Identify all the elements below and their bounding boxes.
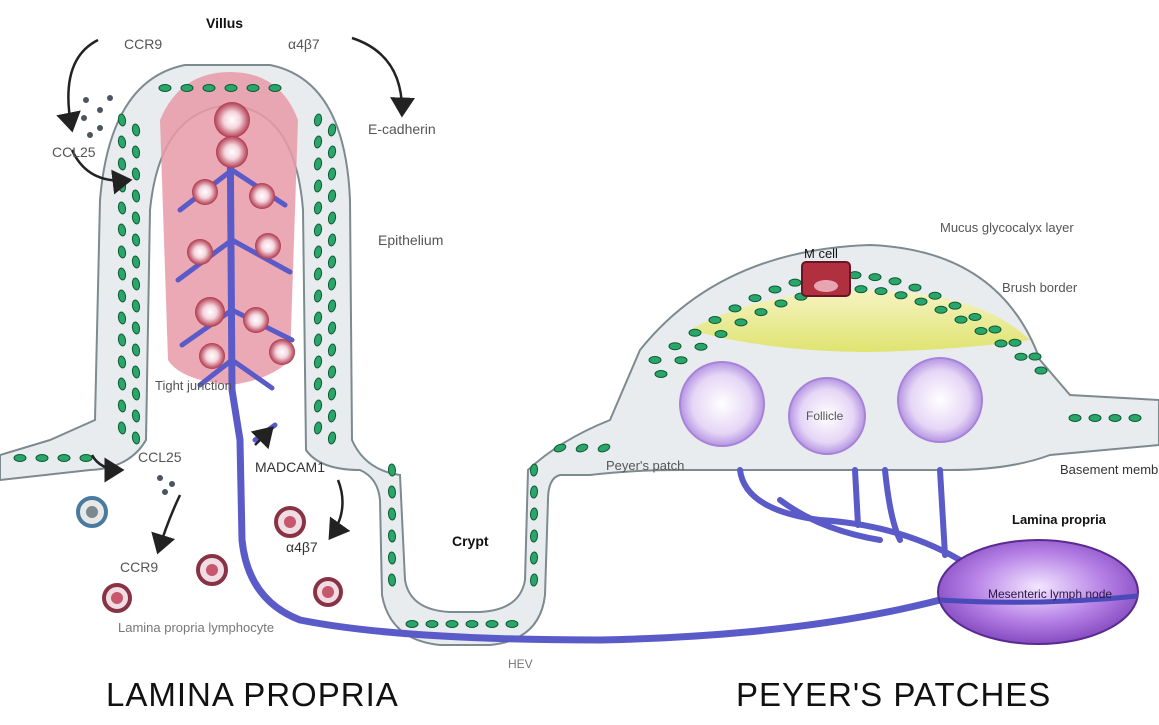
epithelial-nucleus — [1089, 415, 1101, 422]
label-follicle: Follicle — [806, 409, 844, 423]
epithelial-nucleus — [1029, 353, 1041, 360]
epithelial-nucleus — [225, 85, 237, 92]
epithelial-nucleus — [869, 274, 881, 281]
label-ccl25-low: CCL25 — [138, 449, 182, 465]
epithelial-nucleus — [14, 455, 26, 462]
follicle-left — [680, 362, 764, 446]
follicle-right — [898, 358, 982, 442]
epithelial-nucleus — [1015, 353, 1027, 360]
epithelial-nucleus — [1069, 415, 1081, 422]
epithelial-nucleus — [669, 343, 681, 350]
label-epithelium: Epithelium — [378, 232, 443, 248]
epithelial-nucleus — [949, 302, 961, 309]
label-villus: Villus — [206, 15, 243, 31]
epithelial-nucleus — [749, 295, 761, 302]
epithelial-nucleus — [466, 621, 478, 628]
epithelial-nucleus — [729, 305, 741, 312]
epithelial-nucleus — [203, 85, 215, 92]
label-tight-junction: Tight junction — [155, 378, 232, 393]
epithelial-nucleus — [915, 298, 927, 305]
label-lymphocyte: Lamina propria lymphocyte — [118, 620, 274, 635]
caption-peyers-patches: PEYER'S PATCHES — [736, 676, 1051, 714]
epithelial-nucleus — [935, 306, 947, 313]
epithelial-nucleus — [889, 278, 901, 285]
epithelial-nucleus — [649, 357, 661, 364]
label-madcam1: MADCAM1 — [255, 459, 325, 475]
label-a4b7-low: α4β7 — [286, 539, 318, 555]
epithelial-nucleus — [655, 371, 667, 378]
label-hev: HEV — [508, 657, 533, 671]
epithelial-nucleus — [506, 621, 518, 628]
label-ccr9-low: CCR9 — [120, 559, 158, 575]
epithelial-nucleus — [929, 292, 941, 299]
epithelial-nucleus — [1129, 415, 1141, 422]
epithelial-nucleus — [446, 621, 458, 628]
epithelial-nucleus — [955, 316, 967, 323]
epithelial-nucleus — [909, 284, 921, 291]
epithelial-nucleus — [969, 314, 981, 321]
epithelial-nucleus — [755, 309, 767, 316]
epithelial-nucleus — [875, 288, 887, 295]
label-m-cell: M cell — [804, 246, 838, 261]
epithelial-nucleus — [675, 357, 687, 364]
label-crypt: Crypt — [452, 533, 489, 549]
epithelial-nucleus — [769, 286, 781, 293]
label-ccr9-top: CCR9 — [124, 36, 162, 52]
label-lamina-propria-right: Lamina propria — [1012, 512, 1107, 527]
label-brush-border: Brush border — [1002, 280, 1078, 295]
label-a4b7-top: α4β7 — [288, 36, 320, 52]
epithelial-nucleus — [247, 85, 259, 92]
epithelial-nucleus — [1109, 415, 1121, 422]
epithelial-nucleus — [715, 331, 727, 338]
epithelial-nucleus — [1009, 339, 1021, 346]
epithelial-nucleus — [709, 317, 721, 324]
epithelial-nucleus — [80, 455, 92, 462]
epithelial-nucleus — [486, 621, 498, 628]
epithelial-nucleus — [181, 85, 193, 92]
epithelial-nucleus — [159, 85, 171, 92]
epithelial-nucleus — [895, 292, 907, 299]
label-basement-membrane: Basement membrane — [1060, 462, 1159, 477]
label-ccl25-top: CCL25 — [52, 144, 96, 160]
caption-lamina-propria: LAMINA PROPRIA — [106, 676, 399, 714]
label-mesenteric-node: Mesenteric lymph node — [988, 587, 1112, 601]
epithelial-nucleus — [735, 319, 747, 326]
epithelial-nucleus — [989, 326, 1001, 333]
epithelial-nucleus — [995, 340, 1007, 347]
epithelial-nucleus — [855, 286, 867, 293]
efferent-lymphatics — [740, 470, 960, 560]
label-mucus: Mucus glycocalyx layer — [940, 220, 1074, 235]
epithelial-nucleus — [695, 343, 707, 350]
epithelial-nucleus — [1035, 367, 1047, 374]
label-e-cadherin: E-cadherin — [368, 121, 436, 137]
epithelial-nucleus — [689, 329, 701, 336]
epithelial-nucleus — [269, 85, 281, 92]
m-cell-nucleus — [814, 280, 838, 292]
epithelial-nucleus — [426, 621, 438, 628]
epithelial-nucleus — [406, 621, 418, 628]
epithelial-nucleus — [975, 328, 987, 335]
epithelial-nucleus — [789, 279, 801, 286]
epithelial-nucleus — [36, 455, 48, 462]
epithelial-nucleus — [775, 300, 787, 307]
label-peyers-patch: Peyer's patch — [606, 458, 684, 473]
epithelial-nucleus — [58, 455, 70, 462]
